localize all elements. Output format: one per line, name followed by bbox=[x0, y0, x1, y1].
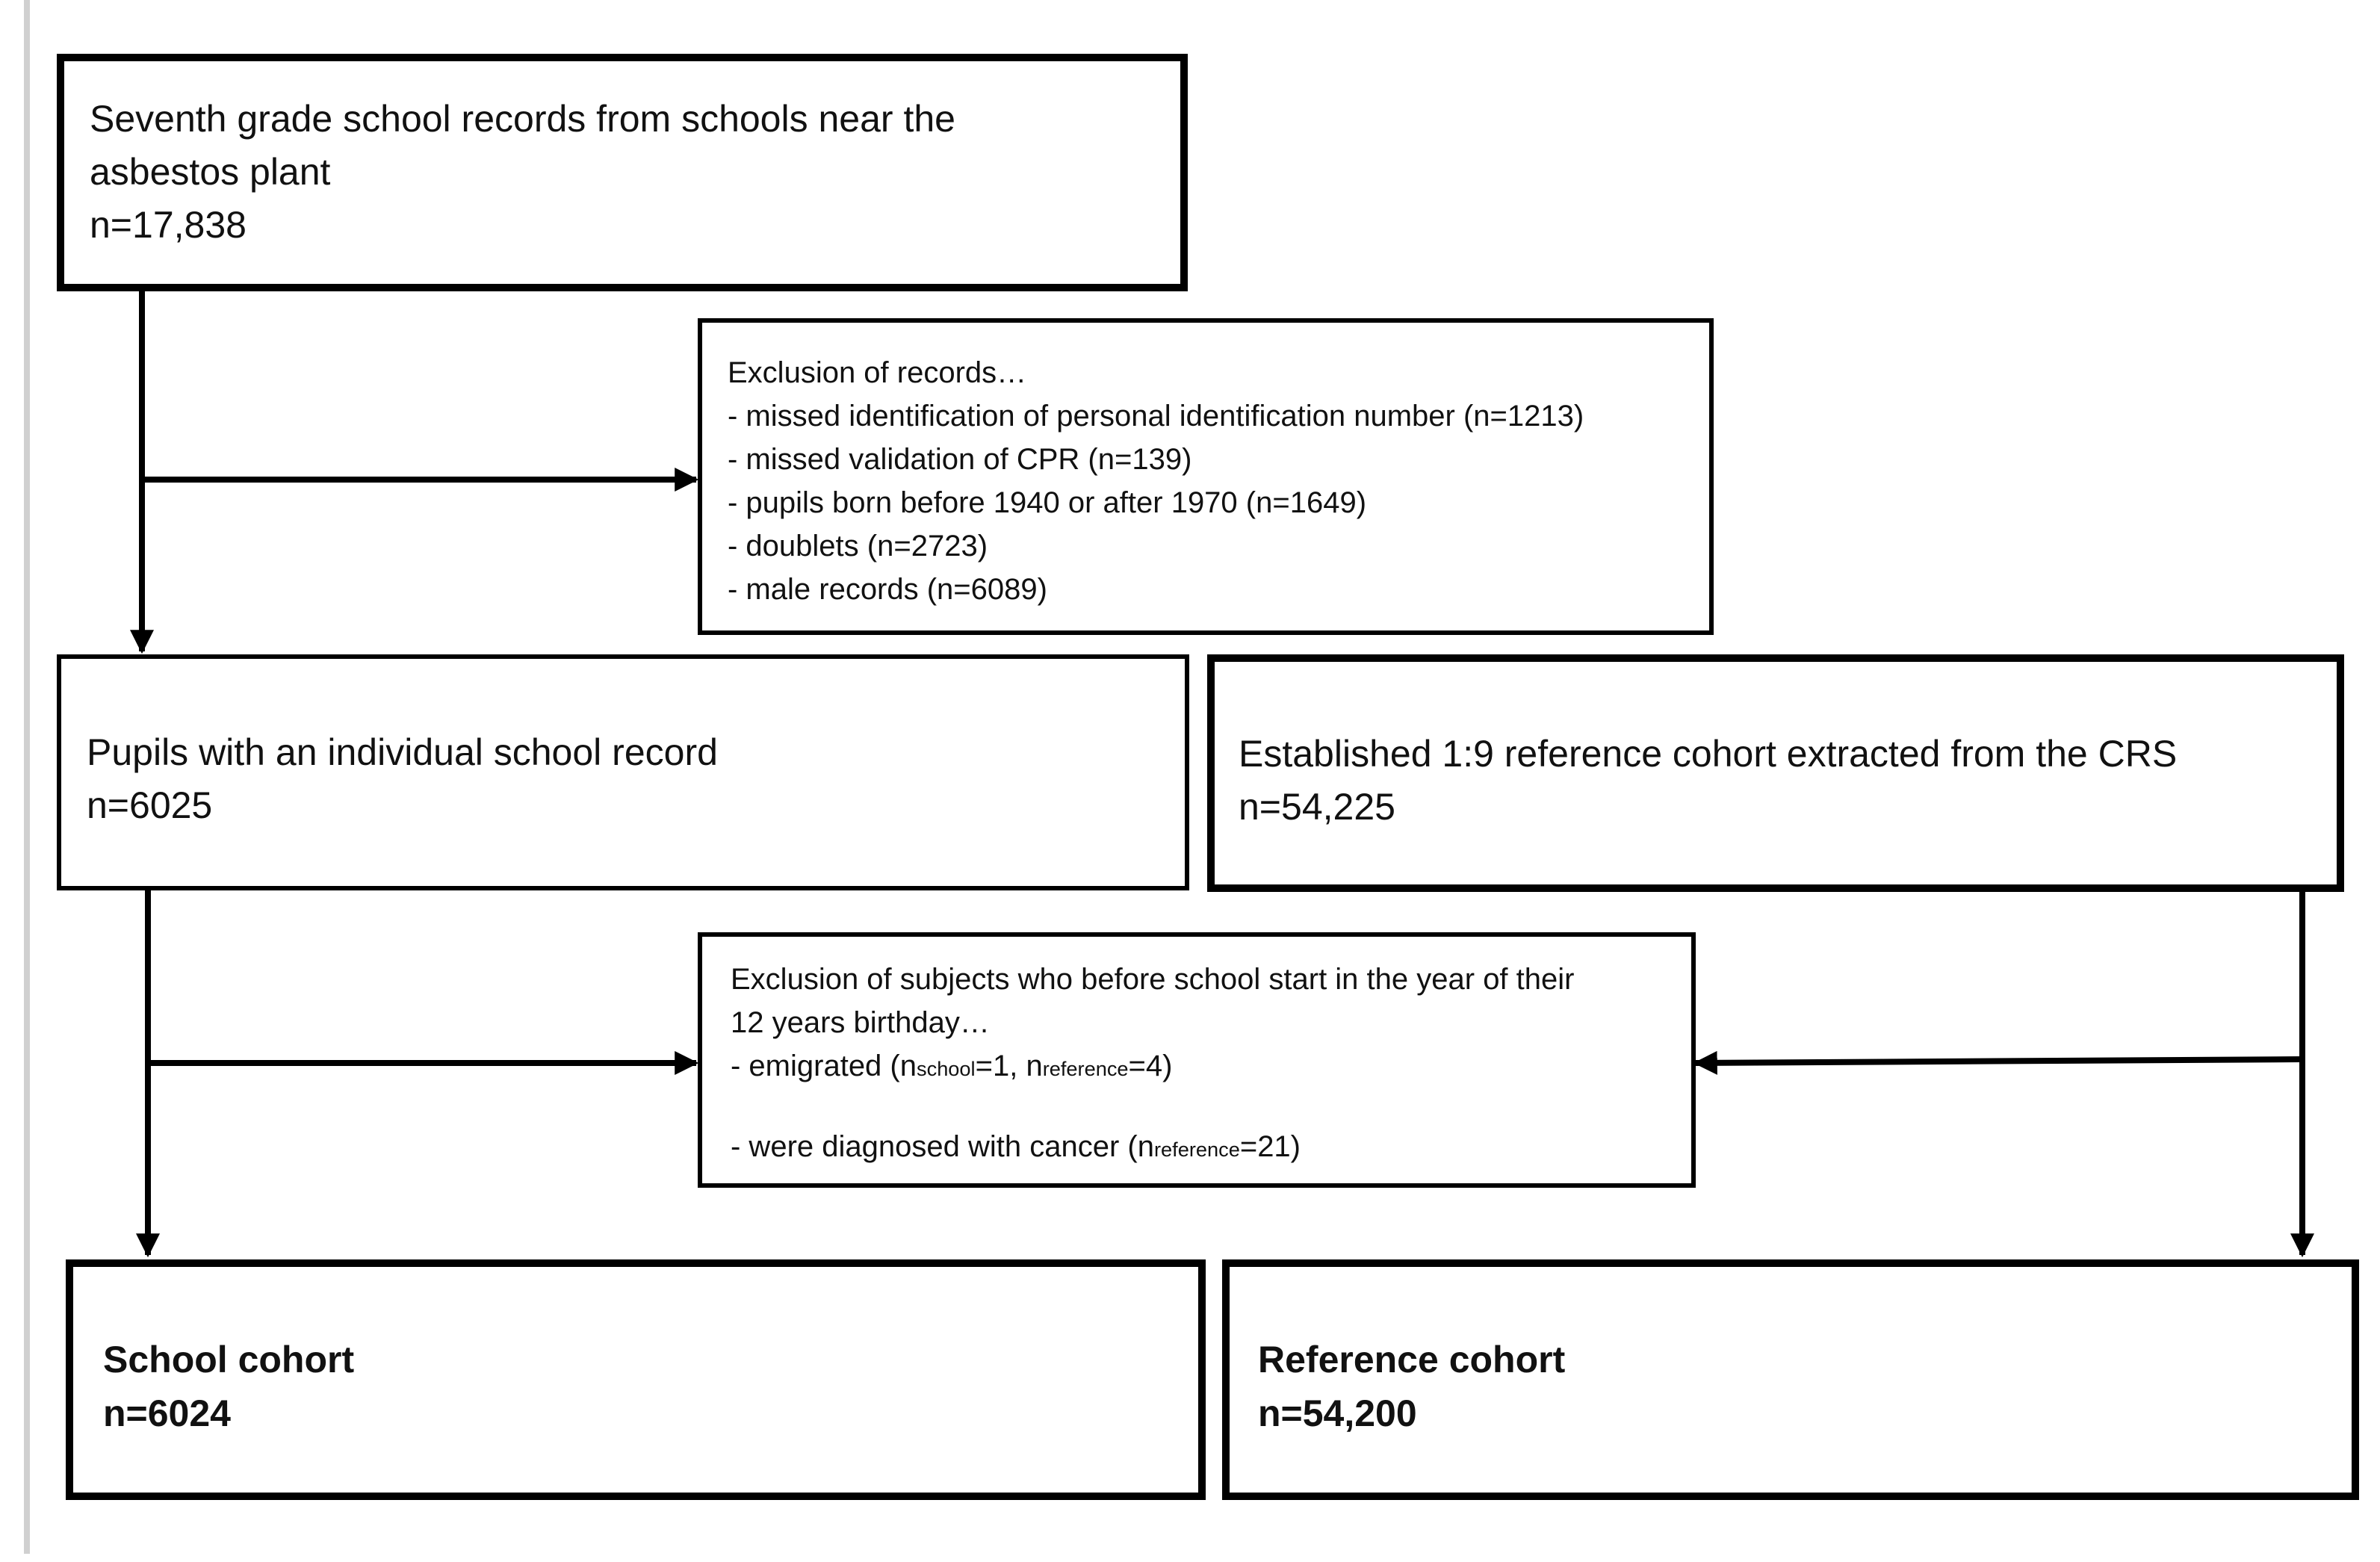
reference-cohort-count: n=54,200 bbox=[1258, 1392, 1417, 1434]
exclusion-records-heading: Exclusion of records… bbox=[728, 356, 1027, 389]
exclusion-item-birth-year: - pupils born before 1940 or after 1970 … bbox=[728, 486, 1367, 519]
exclusion-item-cancer: - were diagnosed with cancer (nreference… bbox=[731, 1130, 1301, 1163]
reference-cohort-box: Reference cohort n=54,200 bbox=[1222, 1259, 2359, 1500]
page-edge-bar bbox=[24, 0, 30, 1554]
school-cohort-label: School cohort bbox=[103, 1339, 355, 1380]
pupils-label: Pupils with an individual school record bbox=[87, 731, 718, 773]
exclusion-item-emigrated: - emigrated (nschool=1, nreference=4) bbox=[731, 1050, 1173, 1082]
exclusion-records-box: Exclusion of records… - missed identific… bbox=[698, 318, 1714, 635]
reference-established-box: Established 1:9 reference cohort extract… bbox=[1207, 654, 2344, 892]
school-cohort-box: School cohort n=6024 bbox=[66, 1259, 1206, 1500]
seventh-grade-label-line2: asbestos plant bbox=[90, 151, 331, 193]
arrow-to-exclusion-subjects-right bbox=[1693, 1050, 2303, 1075]
seventh-grade-records-box: Seventh grade school records from school… bbox=[57, 54, 1188, 291]
exclusion-subjects-heading-line2: 12 years birthday… bbox=[731, 1006, 990, 1039]
reference-established-count: n=54,225 bbox=[1239, 786, 1395, 828]
exclusion-subjects-heading-line1: Exclusion of subjects who before school … bbox=[731, 963, 1575, 996]
exclusion-subjects-box: Exclusion of subjects who before school … bbox=[698, 932, 1696, 1188]
school-cohort-count: n=6024 bbox=[103, 1392, 231, 1434]
reference-established-label: Established 1:9 reference cohort extract… bbox=[1239, 733, 2178, 775]
pupils-count: n=6025 bbox=[87, 784, 213, 826]
seventh-grade-count: n=17,838 bbox=[90, 204, 247, 246]
reference-cohort-label: Reference cohort bbox=[1258, 1339, 1566, 1380]
seventh-grade-label-line1: Seventh grade school records from school… bbox=[90, 98, 955, 140]
exclusion-item-cpr: - missed validation of CPR (n=139) bbox=[728, 443, 1192, 476]
exclusion-item-doublets: - doublets (n=2723) bbox=[728, 530, 988, 562]
exclusion-item-personal-id: - missed identification of personal iden… bbox=[728, 400, 1584, 433]
exclusion-item-male: - male records (n=6089) bbox=[728, 573, 1047, 606]
pupils-box: Pupils with an individual school record … bbox=[57, 654, 1189, 890]
